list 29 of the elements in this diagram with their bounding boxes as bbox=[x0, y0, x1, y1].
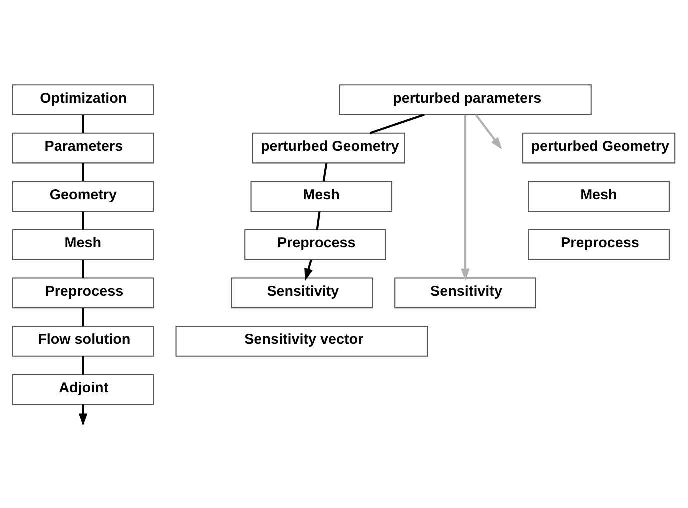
arrow bbox=[304, 259, 313, 281]
node-box: Preprocess bbox=[12, 277, 154, 308]
node-box: perturbed Geometry bbox=[252, 132, 406, 164]
node-box: Sensitivity bbox=[394, 277, 536, 308]
node-box: Parameters bbox=[12, 132, 154, 164]
node-box: Sensitivity vector bbox=[176, 326, 428, 356]
node-box: perturbed Geometry bbox=[522, 132, 676, 164]
arrow bbox=[78, 404, 88, 426]
node-box: Preprocess bbox=[528, 228, 670, 260]
connector bbox=[82, 356, 84, 374]
arrow bbox=[461, 114, 470, 281]
connector bbox=[322, 162, 328, 182]
node-box: Optimization bbox=[12, 84, 154, 115]
node-box: Mesh bbox=[12, 228, 154, 260]
node-box: perturbed parameters bbox=[339, 84, 592, 115]
connector bbox=[316, 211, 321, 230]
connector bbox=[82, 162, 84, 182]
node-box: Mesh bbox=[528, 180, 670, 212]
connector bbox=[82, 114, 84, 133]
node-box: Geometry bbox=[12, 180, 154, 212]
node-box: Sensitivity bbox=[231, 277, 374, 308]
node-box: Mesh bbox=[250, 180, 393, 212]
node-box: Adjoint bbox=[12, 374, 154, 405]
node-box: Preprocess bbox=[244, 228, 386, 260]
arrow bbox=[475, 114, 502, 150]
connector bbox=[82, 308, 84, 326]
connector bbox=[82, 211, 84, 230]
connector bbox=[82, 260, 84, 278]
node-box: Flow solution bbox=[12, 326, 154, 356]
